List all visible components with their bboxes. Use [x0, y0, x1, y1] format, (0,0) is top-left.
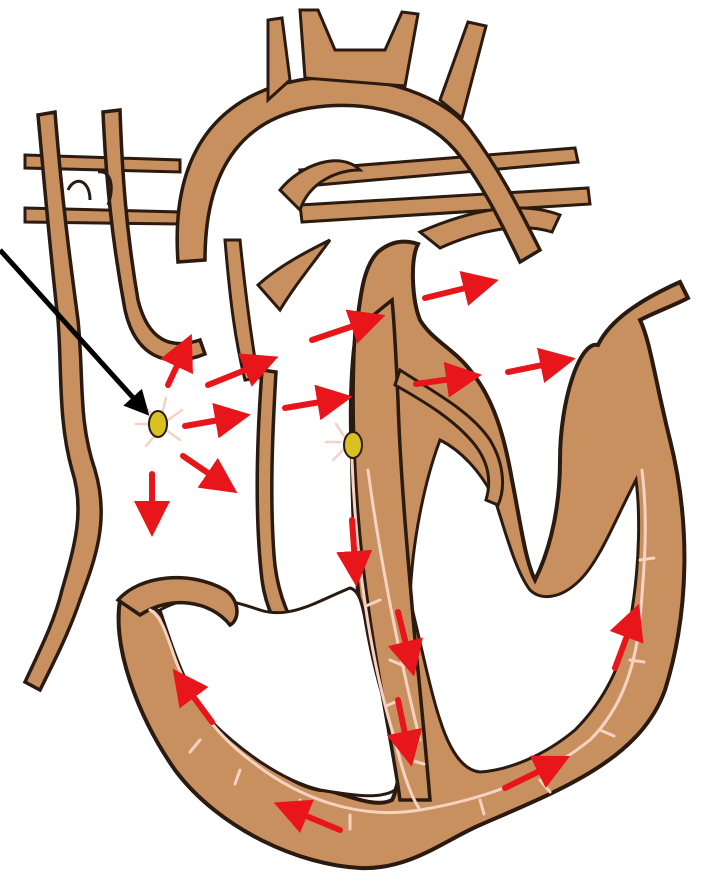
tricuspid-valve-flap: [257, 370, 300, 645]
impulse-arrow: [425, 282, 490, 298]
atrial-septum: [225, 161, 360, 380]
impulse-arrow: [285, 398, 344, 408]
av-node-fibers: [326, 424, 345, 460]
impulse-arrow: [508, 360, 567, 372]
impulse-arrow: [352, 520, 356, 578]
impulse-arrow: [185, 416, 242, 426]
impulse-arrow: [183, 456, 230, 488]
